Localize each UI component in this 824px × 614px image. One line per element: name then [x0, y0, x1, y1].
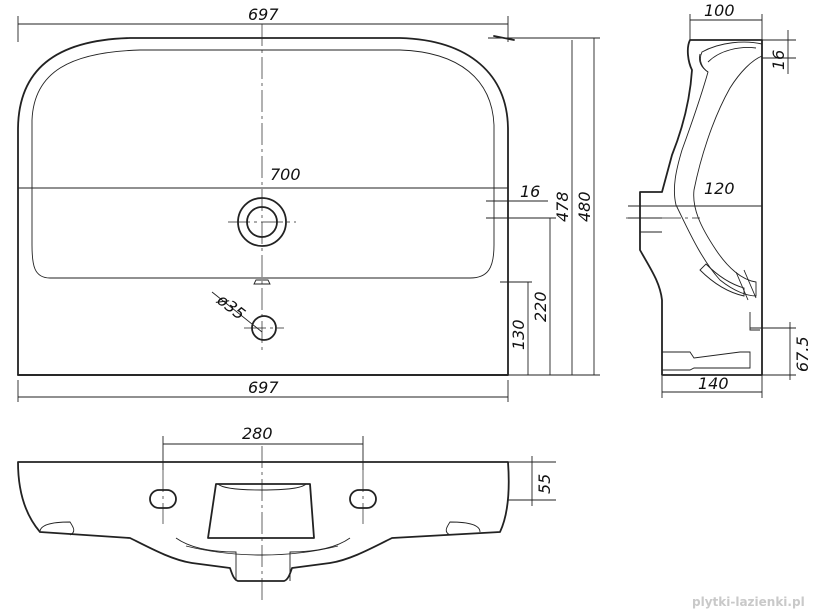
- overflow-slot: [253, 279, 271, 285]
- side-profile-outer: [639, 39, 763, 376]
- watermark: plytki-lazienki.pl: [692, 595, 805, 609]
- dim-hole-diameter: ø35: [213, 290, 249, 324]
- dim-hole-height: 55: [535, 474, 554, 494]
- basin-outline: [17, 37, 509, 376]
- dim-depth-top: 100: [704, 1, 735, 20]
- dim-height-inner: 478: [553, 191, 572, 222]
- dim-rim-thickness: 16: [769, 50, 788, 70]
- bottom-view: 280 55: [17, 424, 556, 600]
- dim-width-bottom: 697: [248, 378, 279, 397]
- dim-depth-bottom: 140: [698, 374, 729, 393]
- dim-height-total: 480: [575, 191, 594, 222]
- bottom-outline: [17, 461, 510, 582]
- dim-bracket-height: 67.5: [793, 336, 812, 372]
- dim-tap-height: 130: [509, 319, 528, 350]
- dim-drain-height: 220: [531, 291, 550, 322]
- dim-hole-spacing: 280: [242, 424, 273, 443]
- side-view: 100 16 120 67.5 140: [626, 1, 812, 398]
- side-profile-inner: [673, 41, 763, 297]
- front-view: 697 700 697 ø35 16 130 220 478 480: [17, 5, 600, 402]
- bowl-inner-outline: [31, 49, 495, 279]
- dim-width-top: 697: [248, 5, 279, 24]
- dim-rim-depth: 16: [520, 182, 540, 201]
- bottom-funnel: [207, 483, 315, 539]
- dim-projection: 120: [704, 179, 735, 198]
- dim-width-inner: 700: [270, 165, 301, 184]
- side-bracket: [662, 351, 751, 371]
